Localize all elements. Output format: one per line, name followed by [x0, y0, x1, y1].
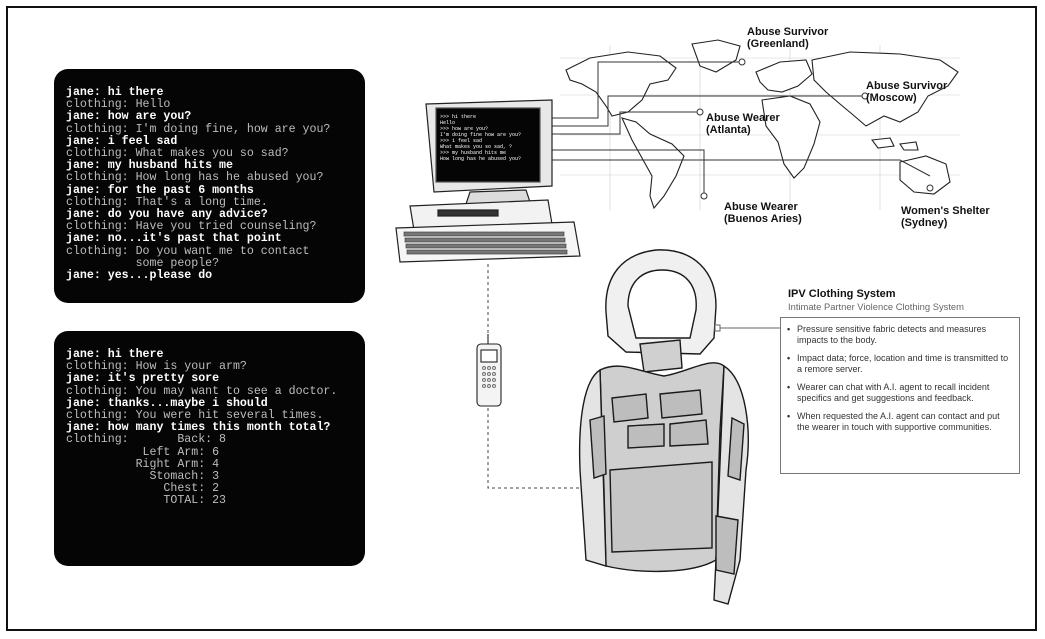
chat-line: clothing: You may want to see a doctor.	[66, 384, 338, 398]
chat-line: jane: my husband hits me	[66, 159, 233, 173]
chat-line: clothing: What makes you so sad?	[66, 147, 289, 161]
ipv-feature-box: •Pressure sensitive fabric detects and m…	[780, 317, 1020, 474]
chat-line: jane: i feel sad	[66, 134, 178, 148]
mobile-phone-illustration	[476, 334, 502, 407]
chat-line: jane: how many times this month total?	[66, 421, 331, 435]
ipv-bullet: •Pressure sensitive fabric detects and m…	[787, 324, 987, 346]
label-sydney: Women's Shelter (Sydney)	[901, 205, 990, 229]
chat-line: jane: hi there	[66, 348, 164, 361]
monitor-chat-line: >>> my husband hits me	[440, 150, 507, 156]
wireless-link-lines	[487, 264, 592, 489]
world-map-illustration	[560, 39, 960, 210]
bullet-icon: •	[787, 353, 791, 363]
chat-line: jane: no...it's past that point	[66, 232, 282, 246]
chat-line: Left Arm: 6	[66, 445, 220, 459]
chat-line: clothing: Back: 8	[66, 433, 227, 447]
chat-line: some people?	[66, 256, 220, 270]
desktop-computer-illustration	[395, 99, 581, 263]
network-connection-lines	[552, 61, 931, 196]
monitor-chat-line: >>> i feel sad	[440, 138, 483, 144]
monitor-chat-line: How long has he abused you?	[440, 156, 522, 162]
label-atlanta: Abuse Wearer (Atlanta)	[706, 112, 780, 136]
chat-line: jane: hi there	[66, 86, 164, 99]
bullet-icon: •	[787, 411, 791, 421]
chat-line: jane: it's pretty sore	[66, 372, 220, 386]
chat-line: clothing: Hello	[66, 98, 171, 112]
ipv-bullet: •When requested the A.I. agent can conta…	[787, 411, 1000, 433]
chat-line: clothing: How is your arm?	[66, 360, 247, 374]
callout-connector	[714, 324, 780, 332]
chat-line: jane: yes...please do	[66, 269, 213, 283]
bullet-icon: •	[787, 382, 791, 392]
bullet-icon: •	[787, 324, 791, 334]
figure-frame	[6, 6, 1037, 631]
ipv-subtitle: Intimate Partner Violence Clothing Syste…	[788, 301, 964, 312]
ipv-title: IPV Clothing System	[788, 288, 896, 300]
chat-line: jane: do you have any advice?	[66, 208, 268, 222]
label-buenos-aires: Abuse Wearer (Buenos Aries)	[724, 201, 802, 225]
chat-line: Right Arm: 4	[66, 457, 220, 471]
ipv-hoodie-garment-illustration	[578, 249, 749, 605]
monitor-chat-line: What makes you so sad, ?	[440, 144, 513, 150]
monitor-chat-line: >>> hi there	[440, 114, 477, 120]
chat-line: clothing: You were hit several times.	[66, 409, 324, 423]
chat-line: clothing: Do you want me to contact	[66, 244, 310, 258]
chat-line: clothing: How long has he abused you?	[66, 171, 324, 185]
label-greenland: Abuse Survivor (Greenland)	[747, 26, 829, 50]
monitor-chat-line: >>> how are you?	[440, 126, 489, 132]
chat-line: jane: how are you?	[66, 110, 192, 124]
chat-line: clothing: I'm doing fine, how are you?	[66, 122, 331, 136]
monitor-chat-line: Hello	[440, 120, 456, 126]
chat-line: jane: for the past 6 months	[66, 183, 254, 197]
chat-line: TOTAL: 23	[66, 494, 227, 508]
label-moscow: Abuse Survivor (Moscow)	[866, 80, 948, 104]
monitor-chat-line: I'm doing fine how are you?	[440, 132, 522, 138]
chat-line: clothing: That's a long time.	[66, 195, 268, 209]
chat-line: Stomach: 3	[66, 470, 220, 484]
ipv-bullet: •Impact data; force, location and time i…	[787, 353, 1009, 375]
chat-line: clothing: Have you tried counseling?	[66, 220, 317, 234]
chat-line: Chest: 2	[66, 482, 220, 496]
ipv-bullet: •Wearer can chat with A.I. agent to reca…	[787, 382, 990, 404]
map-location-markers	[696, 58, 934, 200]
chat-line: jane: thanks...maybe i should	[66, 396, 268, 410]
